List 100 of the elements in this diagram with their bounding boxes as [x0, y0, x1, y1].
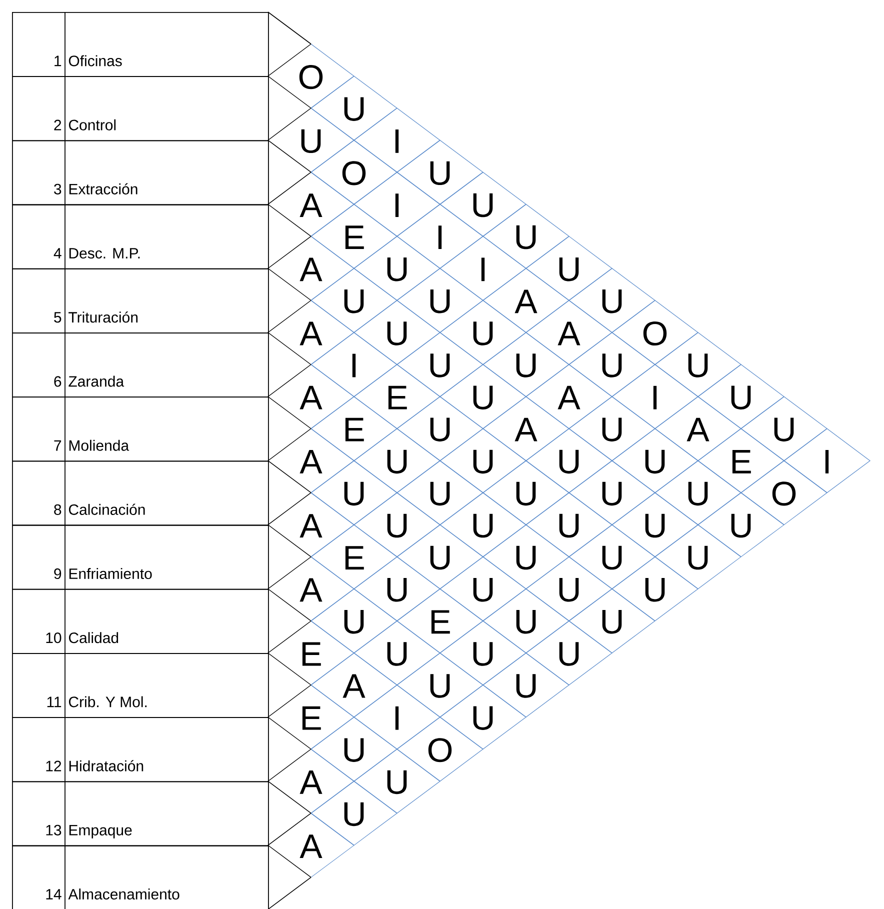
relationship-letter: U: [473, 193, 493, 218]
relationship-letter: U: [387, 322, 407, 346]
relationship-letter: U: [602, 354, 622, 378]
relationship-letter: U: [602, 546, 622, 570]
relationship-letter: E: [345, 546, 364, 570]
relationship-letter: U: [344, 290, 364, 314]
relationship-letter: O: [428, 738, 452, 762]
relationship-letter: U: [387, 770, 407, 794]
table-row: 6 Zaranda: [12, 332, 269, 398]
relationship-letter: A: [300, 194, 322, 217]
table-row: 8 Calcinación: [12, 460, 269, 526]
relationship-letter: A: [300, 322, 322, 346]
relationship-letter: U: [559, 514, 579, 538]
relationship-letter: A: [300, 386, 322, 410]
relationship-letter: U: [731, 514, 751, 538]
relationship-letter: U: [688, 354, 708, 378]
relationship-letter: I: [825, 450, 829, 474]
relationship-letter: U: [602, 610, 622, 634]
relationship-letter: I: [653, 386, 657, 410]
relationship-letter: U: [516, 546, 536, 570]
relationship-letter: U: [387, 578, 407, 602]
relationship-letter: U: [559, 578, 579, 602]
relationship-letter: U: [301, 129, 321, 154]
relationship-letter: A: [342, 674, 366, 698]
relationship-letter: A: [686, 418, 710, 442]
relationship-letter: U: [688, 482, 708, 506]
relationship-letter: U: [430, 482, 450, 506]
relationship-letter: U: [602, 418, 622, 442]
relationship-letter: O: [342, 161, 366, 186]
relationship-letter: U: [473, 706, 493, 730]
table-row: 12 Hidratación: [12, 716, 269, 782]
relationship-letter: U: [344, 738, 364, 762]
relationship-letter: I: [352, 354, 356, 378]
relationship-letter: A: [300, 450, 322, 474]
relationship-letter: A: [300, 578, 322, 602]
relationship-letter: E: [431, 610, 450, 634]
relationship-letter: O: [772, 482, 796, 506]
relationship-letter: E: [388, 386, 407, 410]
relationship-letter: U: [516, 225, 536, 250]
relationship-letter: U: [473, 386, 493, 410]
table-row: 11 Crib. Y Mol.: [12, 652, 269, 718]
relationship-letter: O: [643, 321, 667, 346]
relationship-letter: U: [430, 161, 450, 186]
relationship-letter: U: [473, 642, 493, 666]
relationship-letter: U: [645, 578, 665, 602]
table-row: 2 Control: [12, 76, 269, 142]
relationship-letter: I: [481, 258, 485, 282]
table-row: 4 Desc. M.P.: [12, 204, 269, 270]
table-row: 7 Molienda: [12, 396, 269, 462]
relationship-letter: E: [302, 706, 321, 730]
relationship-letter: U: [774, 418, 794, 442]
table-row: 10 Calidad: [12, 588, 269, 654]
relationship-letter: I: [438, 226, 442, 249]
relationship-letter: U: [645, 514, 665, 538]
relationship-letter: U: [387, 258, 407, 282]
relationship-letter: U: [473, 322, 493, 346]
relationship-letter: U: [430, 354, 450, 378]
relationship-letter: A: [558, 322, 580, 346]
relationship-letter: A: [514, 418, 538, 442]
relationship-letter: U: [559, 450, 579, 474]
relationship-letter: U: [602, 290, 622, 314]
table-row: 13 Empaque: [12, 780, 269, 846]
relationship-letter: A: [300, 770, 322, 794]
relationship-letter: U: [344, 97, 364, 121]
relationship-letter: U: [430, 674, 450, 698]
table-row: 5 Trituración: [12, 268, 269, 334]
table-row: 14 Almacenamiento: [12, 844, 269, 909]
table-row: 3 Extracción: [12, 140, 269, 206]
relationship-letter: U: [688, 546, 708, 570]
relationship-letter: U: [516, 674, 536, 698]
relationship-letter: U: [430, 546, 450, 570]
relationship-letter: U: [559, 258, 579, 282]
relationship-letter: U: [516, 610, 536, 634]
relationship-letter: U: [430, 290, 450, 314]
relationship-letter: E: [302, 642, 321, 666]
relationship-letter: U: [387, 514, 407, 538]
relationship-letter: E: [732, 450, 751, 474]
relationship-letter: A: [300, 834, 322, 858]
relationship-letter: U: [430, 418, 450, 442]
relationship-letter: I: [395, 130, 399, 153]
relationship-letter: U: [387, 450, 407, 474]
table-row: 9 Enfriamiento: [12, 524, 269, 590]
relationship-letter: A: [300, 258, 322, 282]
relationship-letter: U: [516, 482, 536, 506]
relationship-letter: U: [516, 354, 536, 378]
relationship-letter: U: [344, 610, 364, 634]
relationship-letter: U: [387, 642, 407, 666]
relationship-letter: O: [299, 65, 323, 90]
relationship-letter: U: [344, 482, 364, 506]
relationship-letter: U: [731, 386, 751, 410]
relationship-letter: U: [559, 642, 579, 666]
relationship-letter: I: [395, 194, 399, 217]
relationship-letter: A: [514, 290, 538, 314]
relationship-letter: A: [558, 386, 580, 410]
relationship-letter: U: [645, 450, 665, 474]
relationship-letter: U: [473, 514, 493, 538]
relationship-letter: U: [602, 482, 622, 506]
relationship-letter: A: [300, 514, 322, 538]
relationship-letter: U: [473, 450, 493, 474]
relationship-letter: E: [345, 418, 364, 442]
